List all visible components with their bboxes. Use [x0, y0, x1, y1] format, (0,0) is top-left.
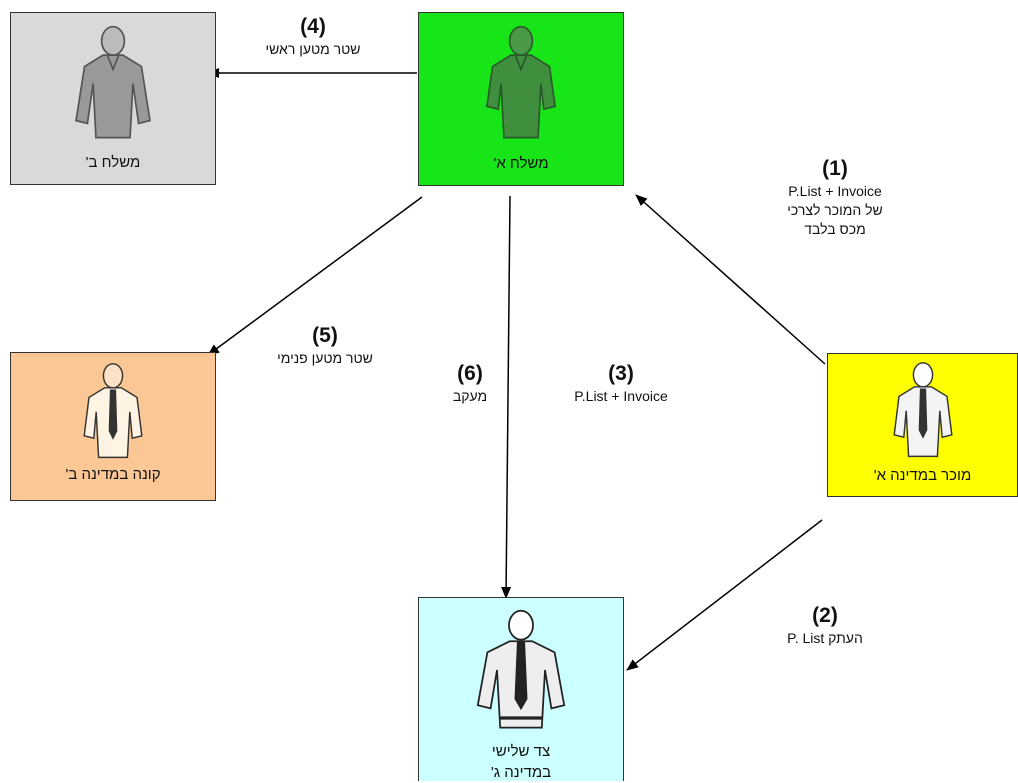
- step-5-text: שטר מטען פנימי: [277, 350, 373, 366]
- seller-a-label: מוכר במדינה א': [873, 467, 972, 484]
- arrow-step-5: [207, 196, 423, 356]
- step-4-number: (4): [300, 15, 326, 38]
- step-1-text-line3: מכס בלבד: [804, 221, 866, 237]
- step-3-label: (3) P.List + Invoice: [541, 361, 701, 406]
- third-party-label-line1: צד שלישי: [491, 743, 551, 760]
- forwarder-a-box: משלח א': [418, 12, 624, 186]
- step-6-number: (6): [457, 362, 483, 385]
- arrow-step-1: [635, 194, 826, 365]
- step-3-number: (3): [608, 362, 634, 385]
- person-icon: [485, 25, 557, 139]
- step-1-number: (1): [822, 157, 848, 180]
- arrow-step-6: [501, 195, 512, 599]
- step-6-label: (6) מעקב: [420, 361, 520, 406]
- person-icon: [892, 362, 953, 458]
- step-5-label: (5) שטר מטען פנימי: [240, 323, 410, 368]
- step-5-number: (5): [312, 324, 338, 347]
- person-icon: [83, 363, 143, 459]
- step-4-label: (4) שטר מטען ראשי: [238, 14, 388, 59]
- person-icon: [476, 609, 566, 729]
- buyer-b-label: קונה במדינה ב': [65, 466, 161, 483]
- step-2-number: (2): [812, 604, 838, 627]
- step-1-label: (1) P.List + Invoice של המוכר לצרכי מכס …: [750, 156, 920, 239]
- step-2-text: העתק P. List: [787, 630, 863, 646]
- step-2-label: (2) העתק P. List: [750, 603, 900, 648]
- step-1-text-line2: של המוכר לצרכי: [787, 202, 883, 218]
- seller-a-box: מוכר במדינה א': [827, 353, 1018, 497]
- buyer-b-box: קונה במדינה ב': [10, 352, 216, 501]
- step-3-text: P.List + Invoice: [574, 388, 668, 404]
- forwarder-b-box: משלח ב': [10, 12, 216, 185]
- forwarder-b-label: משלח ב': [85, 154, 141, 171]
- step-6-text: מעקב: [452, 388, 488, 404]
- forwarder-a-label: משלח א': [493, 155, 549, 172]
- third-party-label-line2: במדינה ג': [490, 764, 552, 781]
- step-1-text-line1: P.List + Invoice: [788, 183, 882, 199]
- arrow-step-2: [626, 519, 823, 671]
- person-icon: [75, 25, 151, 139]
- third-party-box: צד שלישי במדינה ג': [418, 597, 624, 781]
- step-4-text: שטר מטען ראשי: [265, 41, 361, 57]
